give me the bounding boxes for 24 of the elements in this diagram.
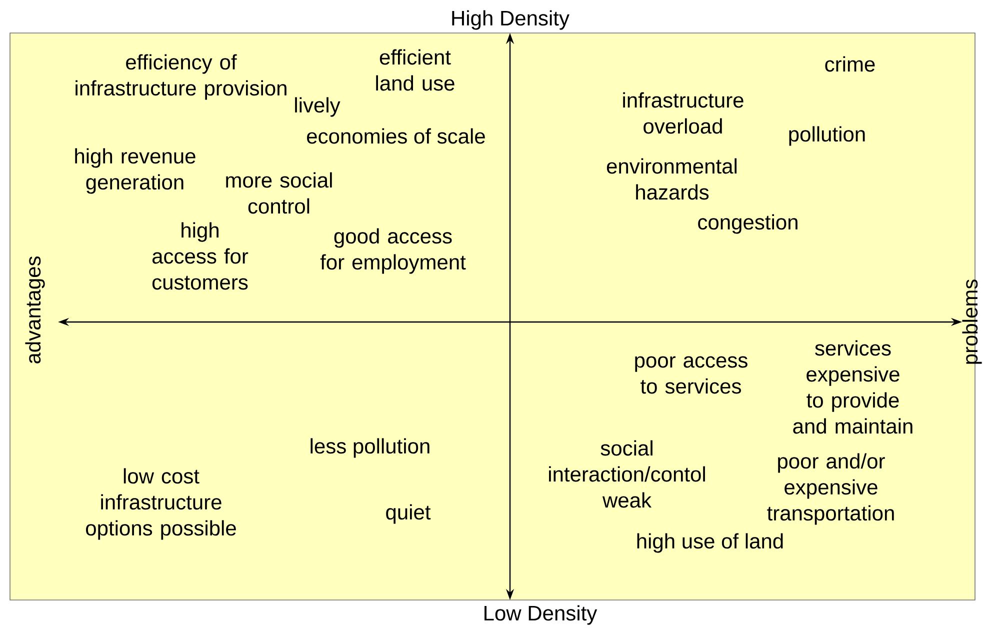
axis-label: advantages [25, 256, 45, 364]
quadrant-text: congestion [698, 214, 798, 234]
quadrant-text: infrastructure overload [623, 92, 744, 134]
quadrant-text: efficient land use [376, 49, 454, 91]
quadrant-text: social interaction/contol weak [549, 440, 705, 508]
quadrant-text: high use of land [637, 533, 783, 553]
axis-label: High Density [452, 10, 570, 30]
quadrant-text: more social control [226, 172, 332, 214]
quadrant-text: poor access to services [635, 356, 748, 394]
quadrant-text: poor and/or expensive transportation [767, 453, 894, 525]
quadrant-text: good access for employment [320, 228, 466, 274]
quadrant-text: lively [295, 97, 340, 117]
quadrant-text: crime [825, 56, 875, 72]
quadrant-text: efficiency of infrastructure provision [76, 54, 286, 100]
quadrant-text: high revenue generation [75, 148, 196, 194]
quadrant-text: quiet [386, 504, 431, 524]
quadrant-text: high access for customers [152, 222, 248, 290]
quadrant-text: low cost infrastructure options possible [86, 468, 236, 540]
quadrant-text: less pollution [310, 438, 430, 458]
quadrant-text: economies of scale [307, 128, 485, 144]
axis-label: Low Density [484, 605, 598, 625]
quadrant-text: services expensive to provide and maintain [793, 340, 912, 434]
axis-label: problems [962, 280, 982, 364]
quadrant-text: pollution [789, 126, 865, 146]
